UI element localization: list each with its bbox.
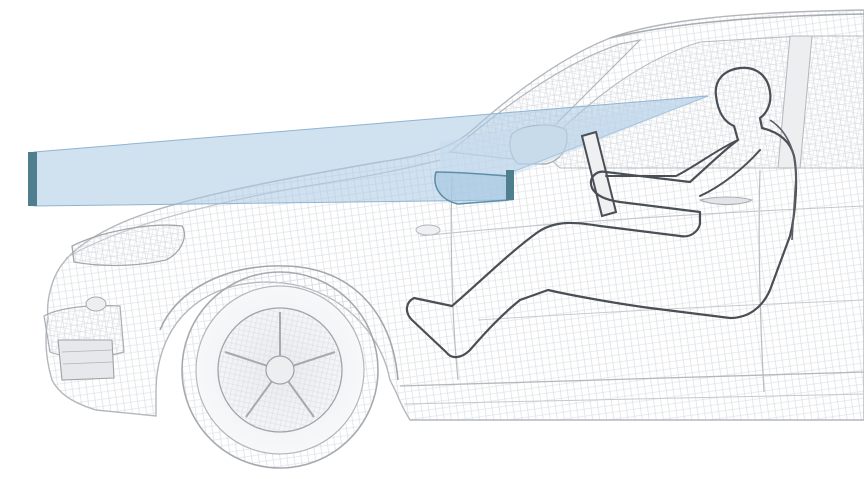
far-marker-bar <box>28 152 37 206</box>
dash-obstruction <box>435 172 508 204</box>
headlight <box>72 225 184 265</box>
hub <box>266 356 294 384</box>
fog-light <box>86 297 106 311</box>
lower-grille <box>58 340 114 380</box>
near-marker-bar <box>506 170 514 200</box>
fender-badge <box>416 225 440 235</box>
car-body <box>44 10 864 420</box>
front-wheel <box>182 272 378 468</box>
